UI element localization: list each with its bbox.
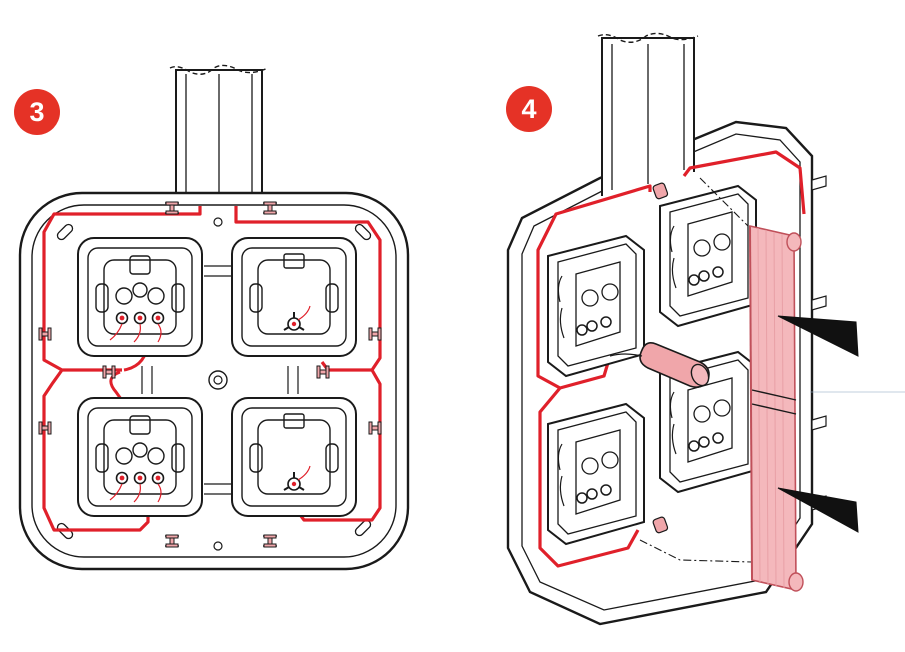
wire-connector <box>609 342 710 388</box>
label-strip <box>749 224 804 592</box>
box-perspective-view <box>506 32 905 626</box>
step-number: 4 <box>521 93 537 124</box>
step-badge: 3 <box>14 89 60 135</box>
step-badge: 4 <box>506 86 552 132</box>
arrow-icon <box>777 315 859 357</box>
box-top-view <box>18 64 410 571</box>
step-number: 3 <box>29 96 45 127</box>
arrow-icon <box>777 487 859 533</box>
